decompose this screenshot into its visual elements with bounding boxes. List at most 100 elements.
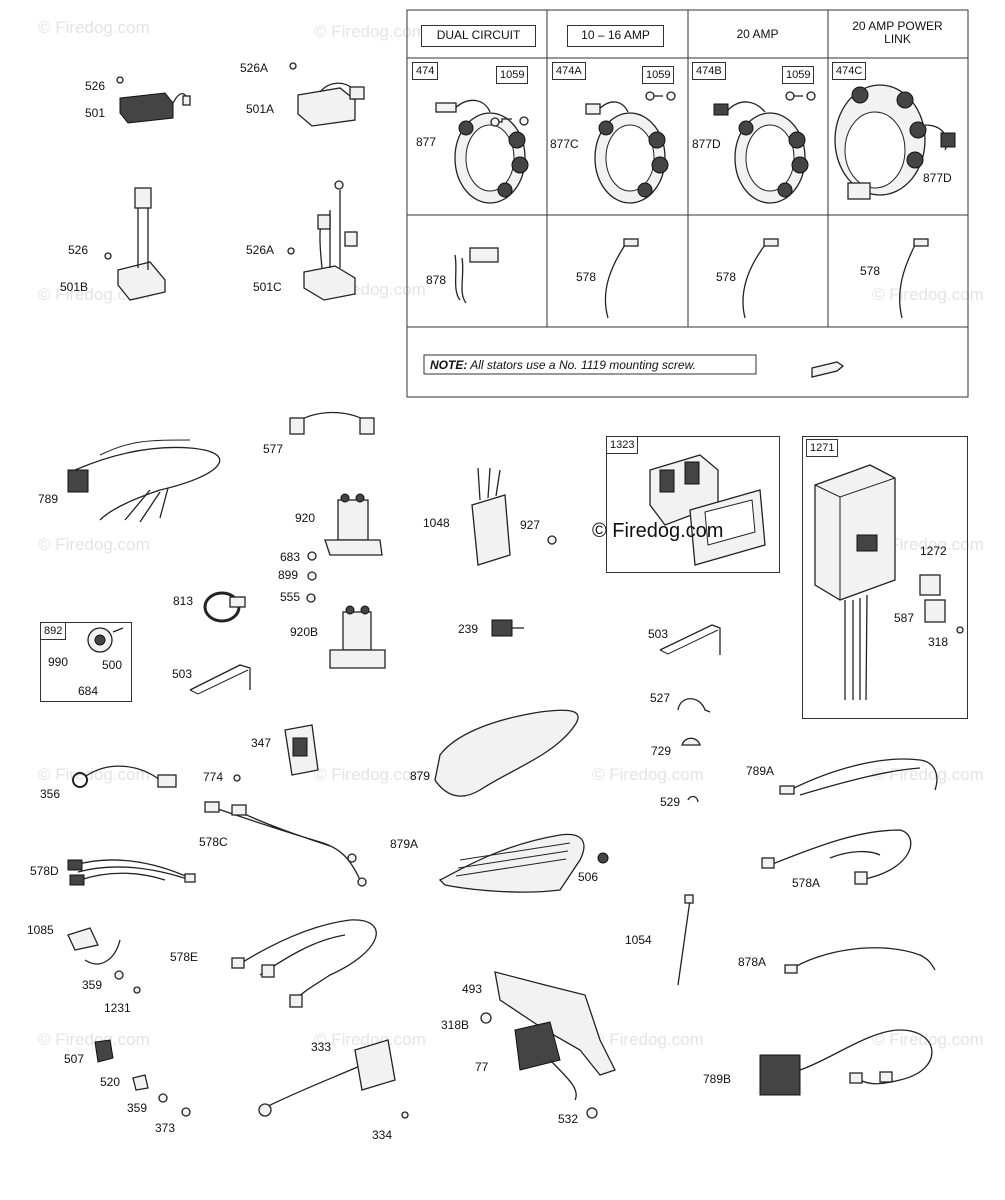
label-1054: 1054	[625, 933, 652, 947]
shield-879-icon	[434, 709, 579, 797]
label-1085: 1085	[27, 923, 54, 937]
label-239: 239	[458, 622, 479, 636]
cable-356-icon	[72, 765, 177, 788]
label-878: 878	[426, 273, 447, 287]
harness-578E-icon	[231, 919, 377, 1008]
watermark: © Firedog.com	[38, 1030, 150, 1049]
label-578: 578	[576, 270, 597, 284]
watermark: © Firedog.com	[38, 18, 150, 37]
inset-box-1271	[802, 436, 968, 719]
part-1085-icon	[67, 927, 141, 994]
label-877C: 877C	[550, 137, 579, 151]
label-927: 927	[520, 518, 541, 532]
label-789A: 789A	[746, 764, 775, 778]
stator-474B-icon	[713, 101, 809, 204]
harness-578D-icon	[67, 859, 196, 886]
label-920: 920	[295, 511, 316, 525]
label-879: 879	[410, 769, 431, 783]
label-789B: 789B	[703, 1072, 732, 1086]
key-switch-892-icon	[87, 627, 124, 653]
label-526: 526	[68, 243, 89, 257]
ignition-333-icon	[258, 1039, 409, 1119]
watermark: © Firedog.com	[314, 22, 426, 41]
regulator-501A-icon	[289, 62, 365, 127]
tag-474C: 474C	[832, 62, 867, 80]
header-10-16-amp: 10 – 16 AMP	[567, 25, 664, 47]
tag-474: 474	[412, 62, 439, 80]
label-356: 356	[40, 787, 61, 801]
harness-789A-icon	[779, 758, 938, 796]
label-503: 503	[172, 667, 193, 681]
label-878A: 878A	[738, 955, 767, 969]
header-20-amp: 20 AMP	[736, 27, 779, 41]
tag-892: 892	[40, 622, 67, 640]
control-box-1271-icon	[814, 464, 964, 701]
label-507: 507	[64, 1052, 85, 1066]
small-parts-507-icon	[94, 1039, 191, 1117]
cable-577-icon	[289, 411, 375, 435]
watermark: © Firedog.com	[38, 535, 150, 554]
label-578: 578	[860, 264, 881, 278]
label-1231: 1231	[104, 1001, 131, 1015]
label-318B: 318B	[441, 1018, 470, 1032]
label-501A: 501A	[246, 102, 275, 116]
label-527: 527	[650, 691, 671, 705]
harness-789B-icon	[759, 1029, 933, 1096]
shield-879A-icon	[438, 833, 609, 893]
label-373: 373	[155, 1121, 176, 1135]
label-684: 684	[78, 684, 99, 698]
stator-table-grid	[406, 9, 969, 398]
solenoid-920B-icon	[329, 605, 386, 669]
watermark: © Firedog.com	[38, 765, 150, 784]
bracket-503-icons	[189, 624, 721, 695]
label-334: 334	[372, 1128, 393, 1142]
tag-1323: 1323	[606, 436, 639, 454]
watermark: © Firedog.com	[872, 535, 984, 554]
label-503: 503	[648, 627, 669, 641]
label-877D: 877D	[692, 137, 721, 151]
watermark: © Firedog.com	[314, 765, 426, 784]
stator-474-icon	[435, 99, 529, 204]
harness-578C-icon	[204, 801, 367, 887]
label-501B: 501B	[60, 280, 89, 294]
inset-box-1323	[606, 436, 780, 573]
inset-box-892	[40, 622, 132, 702]
label-879A: 879A	[390, 837, 419, 851]
stator-note: NOTE: All stators use a No. 1119 mountin…	[430, 358, 696, 372]
harness-789-icon	[67, 439, 221, 523]
label-501C: 501C	[253, 280, 282, 294]
label-333: 333	[311, 1040, 332, 1054]
label-493: 493	[462, 982, 483, 996]
label-774: 774	[203, 770, 224, 784]
label-990: 990	[48, 655, 69, 669]
watermark: © Firedog.com	[872, 1030, 984, 1049]
tag-474A: 474A	[552, 62, 586, 80]
tag-1059: 1059	[496, 66, 529, 84]
label-526A: 526A	[246, 243, 275, 257]
label-683: 683	[280, 550, 301, 564]
label-526A: 526A	[240, 61, 269, 75]
label-578: 578	[716, 270, 737, 284]
label-359: 359	[82, 978, 103, 992]
label-529: 529	[660, 795, 681, 809]
watermark: © Firedog.com	[314, 1030, 426, 1049]
harness-578A-icon	[761, 829, 912, 885]
tag-1271: 1271	[806, 439, 839, 457]
note-bold: NOTE:	[430, 358, 468, 372]
label-578E: 578E	[170, 950, 199, 964]
tag-474B: 474B	[692, 62, 726, 80]
header-dual-circuit: DUAL CIRCUIT	[421, 25, 536, 47]
stator-474A-icon	[585, 101, 669, 204]
label-587: 587	[894, 611, 915, 625]
watermark: © Firedog.com	[592, 1030, 704, 1049]
label-578A: 578A	[792, 876, 821, 890]
label-532: 532	[558, 1112, 579, 1126]
label-520: 520	[100, 1075, 121, 1089]
tag-1059: 1059	[642, 66, 675, 84]
solenoid-920-icon	[306, 493, 383, 603]
outlet-1323-icon	[649, 454, 766, 566]
label-555: 555	[280, 590, 301, 604]
label-578C: 578C	[199, 835, 228, 849]
